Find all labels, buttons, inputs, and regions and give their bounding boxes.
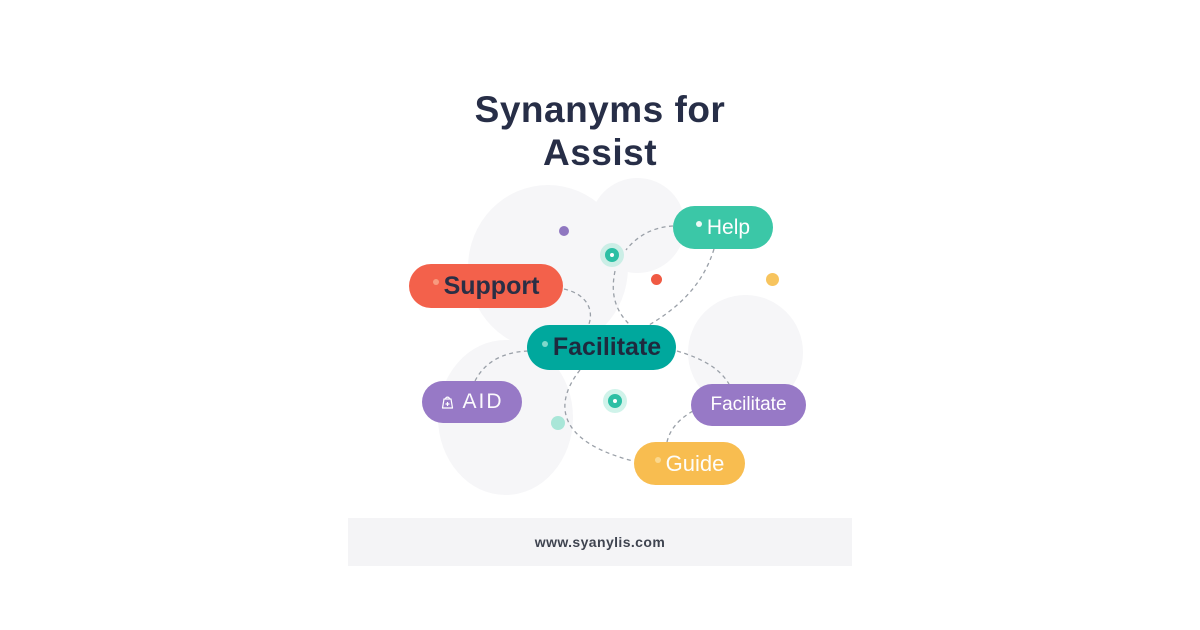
aid-icon: [440, 394, 455, 410]
teal-ring-bottom-icon: [608, 394, 622, 408]
node-aid: AID: [422, 381, 522, 423]
footer-website-url: www.syanylis.com: [534, 534, 666, 550]
node-facilitate-center: Facilitate: [527, 325, 676, 370]
node-support: Support: [409, 264, 563, 308]
node-aid-label: AID: [462, 390, 504, 413]
node-facilitate-center-label: Facilitate: [552, 333, 662, 361]
bullet-dot-icon: [654, 456, 661, 463]
page-title-line2: Assist: [542, 132, 658, 173]
connector-facilitate-to-aid: [474, 350, 529, 382]
bullet-dot-icon: [432, 279, 439, 285]
connector-facilitate-to-guide: [564, 369, 634, 462]
footer-bar: www.syanylis.com: [348, 518, 852, 566]
mint-dot: [551, 416, 565, 430]
connector-help-to-ring: [625, 225, 674, 251]
teal-ring-top-icon: [605, 248, 619, 262]
yellow-dot: [766, 273, 779, 286]
bullet-dot-icon: [541, 340, 548, 347]
purple-dot: [559, 226, 569, 236]
node-facilitate-right: Facilitate: [691, 384, 806, 426]
connector-support-to-facilitate: [563, 288, 591, 325]
bullet-dot-icon: [695, 220, 702, 227]
page-title: Synanyms for Assist: [0, 88, 1200, 174]
node-guide-label: Guide: [665, 450, 725, 476]
orange-dot: [651, 274, 662, 285]
node-guide: Guide: [634, 442, 745, 485]
node-help: Help: [673, 206, 773, 249]
connector-facilitate-to-facilitate-right: [676, 350, 730, 385]
node-help-label: Help: [706, 215, 751, 239]
page-title-line1: Synanyms for: [474, 89, 726, 130]
node-support-label: Support: [443, 271, 540, 300]
connector-ring-to-facilitate: [612, 270, 632, 327]
connector-help-to-facilitate: [648, 248, 715, 326]
connector-guide-to-facilitate-right: [666, 410, 694, 443]
node-facilitate-right-label: Facilitate: [710, 394, 787, 415]
